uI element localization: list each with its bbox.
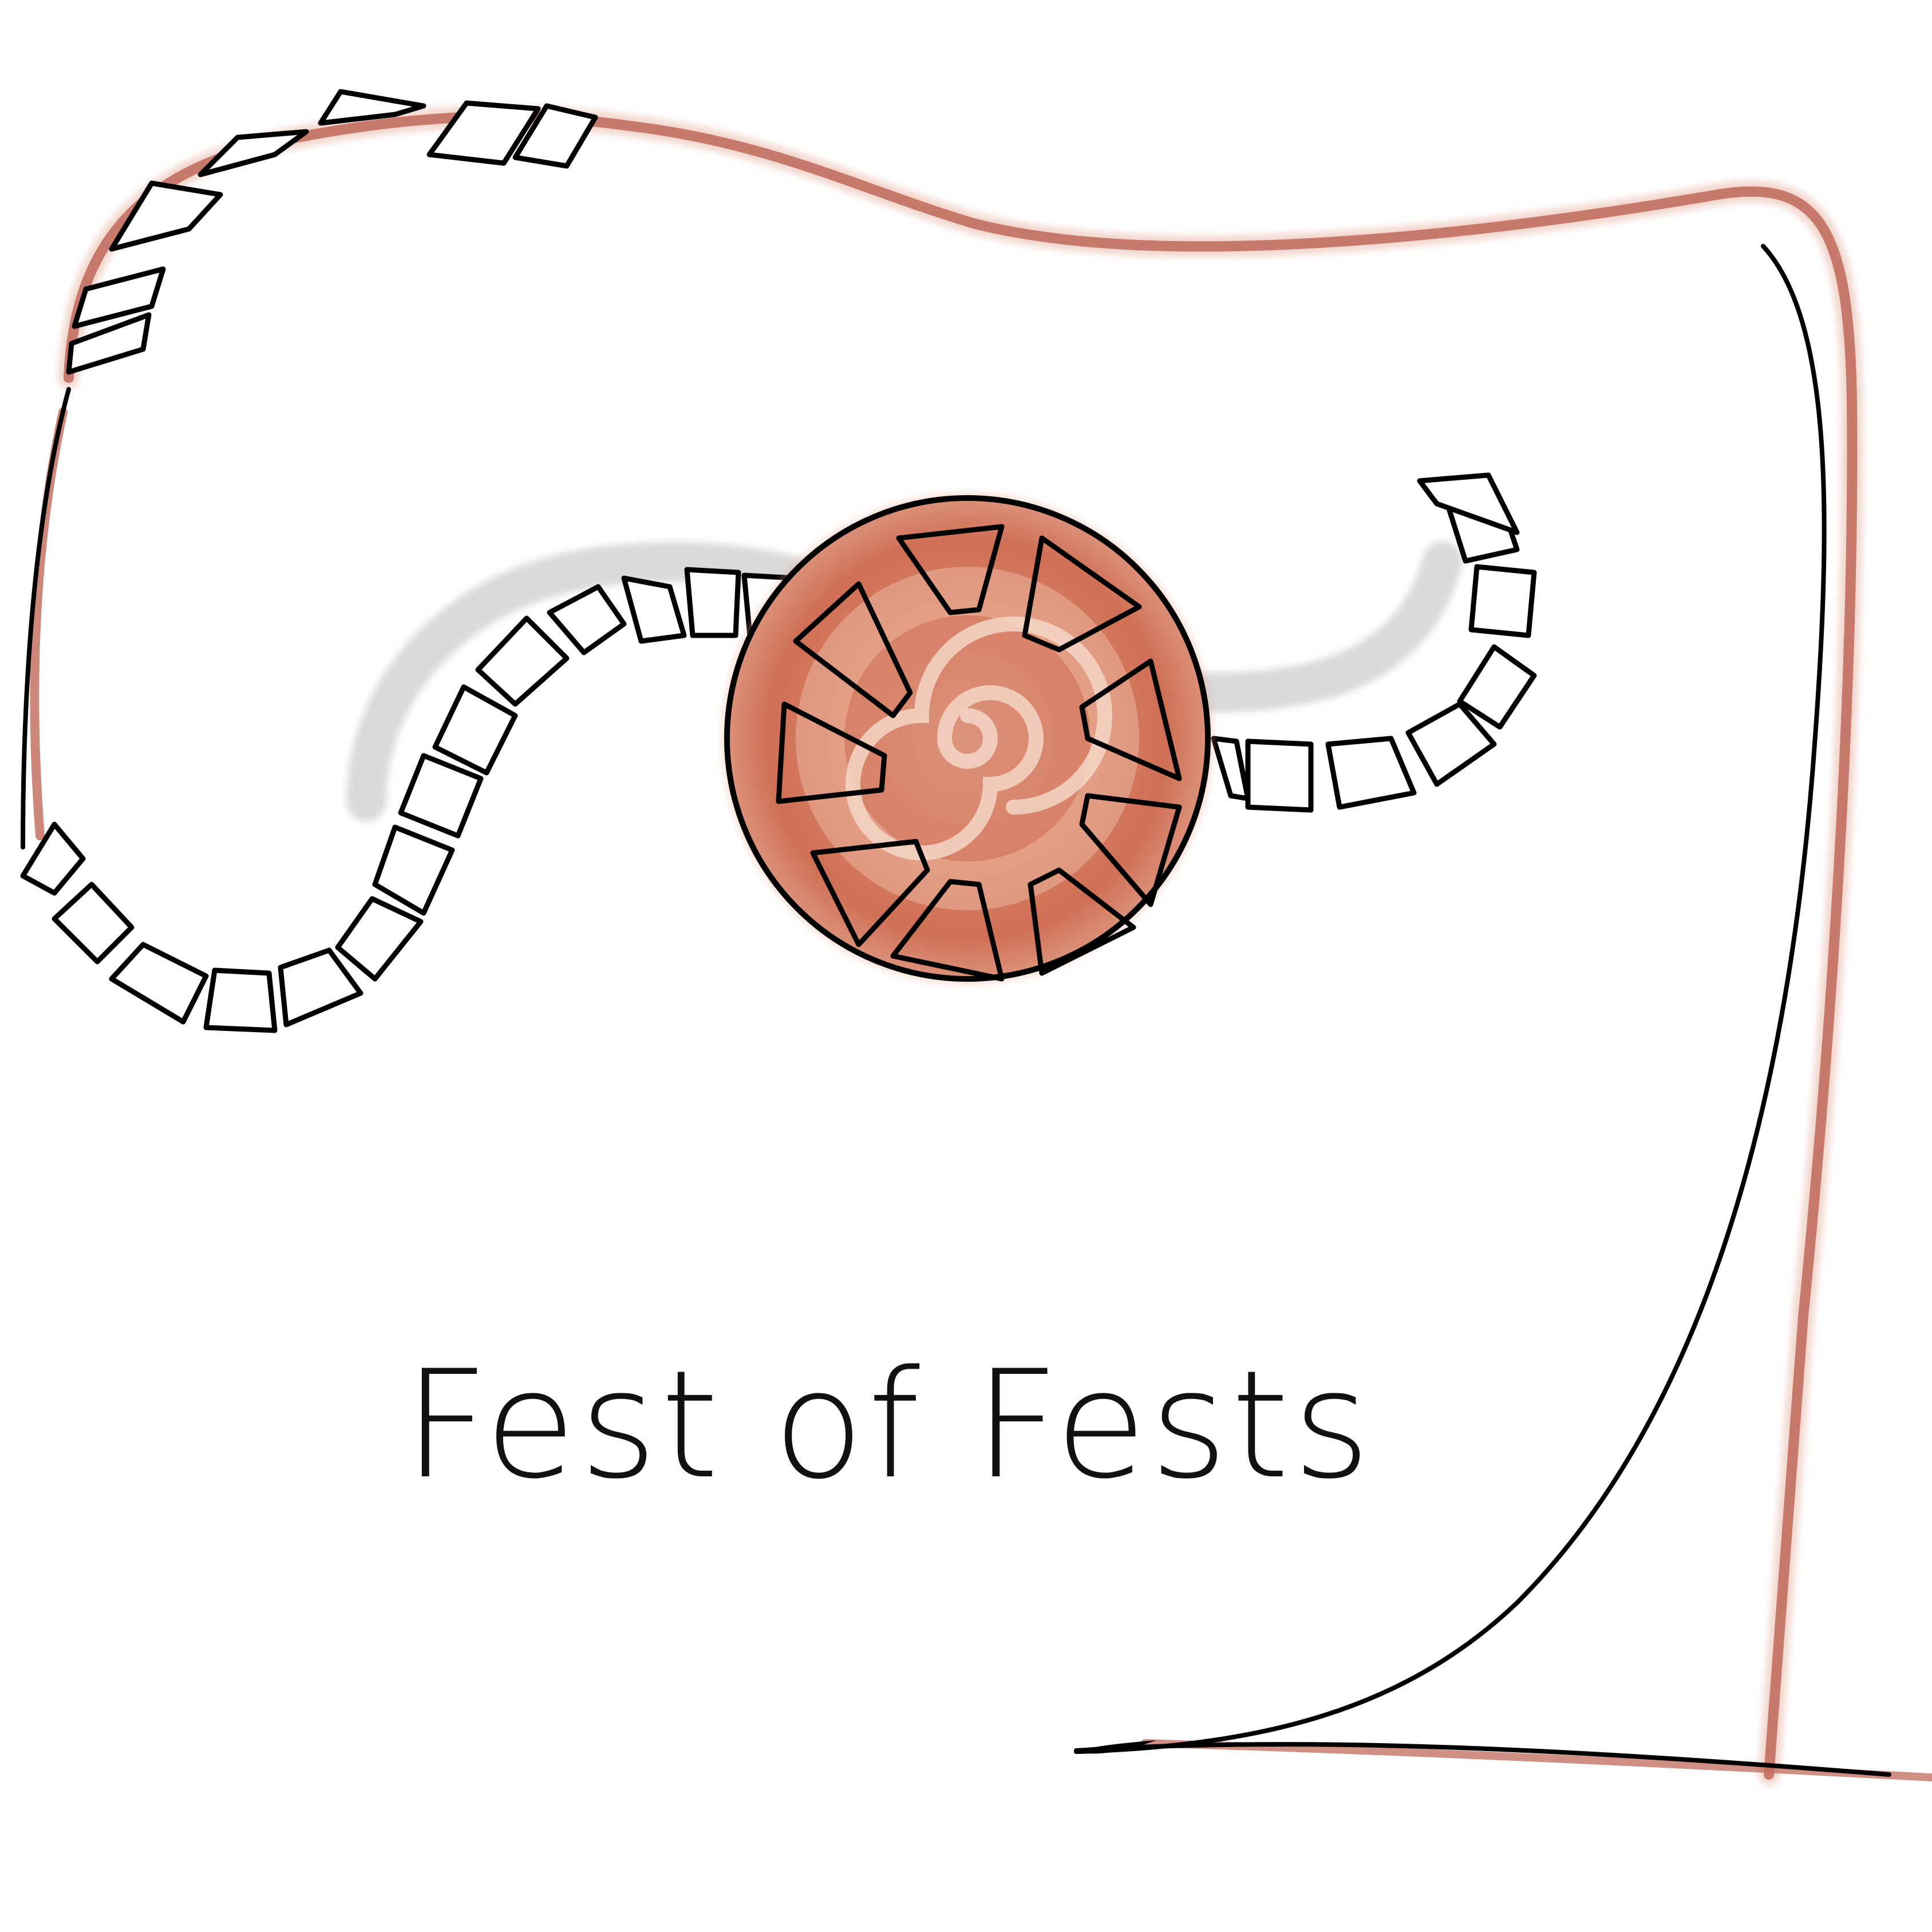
caption-text: Fest of Fests [404,1339,1374,1512]
bead-chain-right [1211,472,1537,813]
bead-chain-left [20,567,799,1033]
thread-outline [21,244,1891,1777]
spiral-medallion-icon [721,492,1214,985]
bead-chain-top [66,89,598,375]
